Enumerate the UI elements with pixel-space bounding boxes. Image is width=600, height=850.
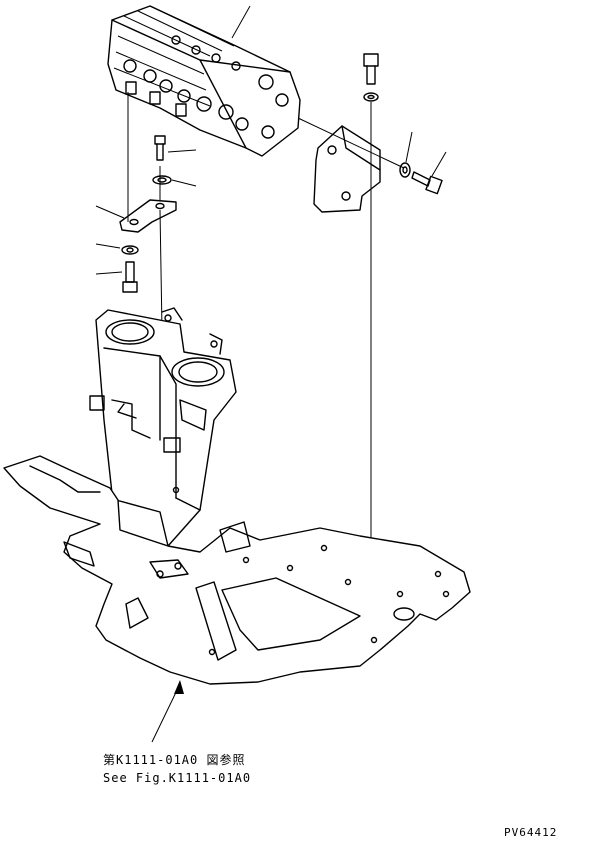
bracket-plate: [95, 199, 177, 233]
reference-note-japanese: 第K1111-01A0 図参照: [103, 753, 246, 767]
figure-code: PV64412: [504, 826, 558, 839]
mounting-bracket: [313, 125, 381, 213]
washer-lower: [95, 243, 139, 255]
reference-note-english: See Fig.K1111-01A0: [103, 771, 252, 785]
bolt-lower: [95, 261, 138, 293]
washer-upper: [152, 175, 197, 187]
bolt-top-right: [363, 53, 379, 85]
washer-top-right: [363, 92, 379, 102]
control-valve: [107, 5, 301, 157]
reference-leader-arrow: [151, 680, 184, 743]
floor-plate: [3, 455, 471, 685]
washer-side: [399, 131, 413, 178]
control-stand: [89, 307, 237, 547]
bolt-upper: [154, 135, 197, 161]
bolt-side: [411, 151, 447, 195]
